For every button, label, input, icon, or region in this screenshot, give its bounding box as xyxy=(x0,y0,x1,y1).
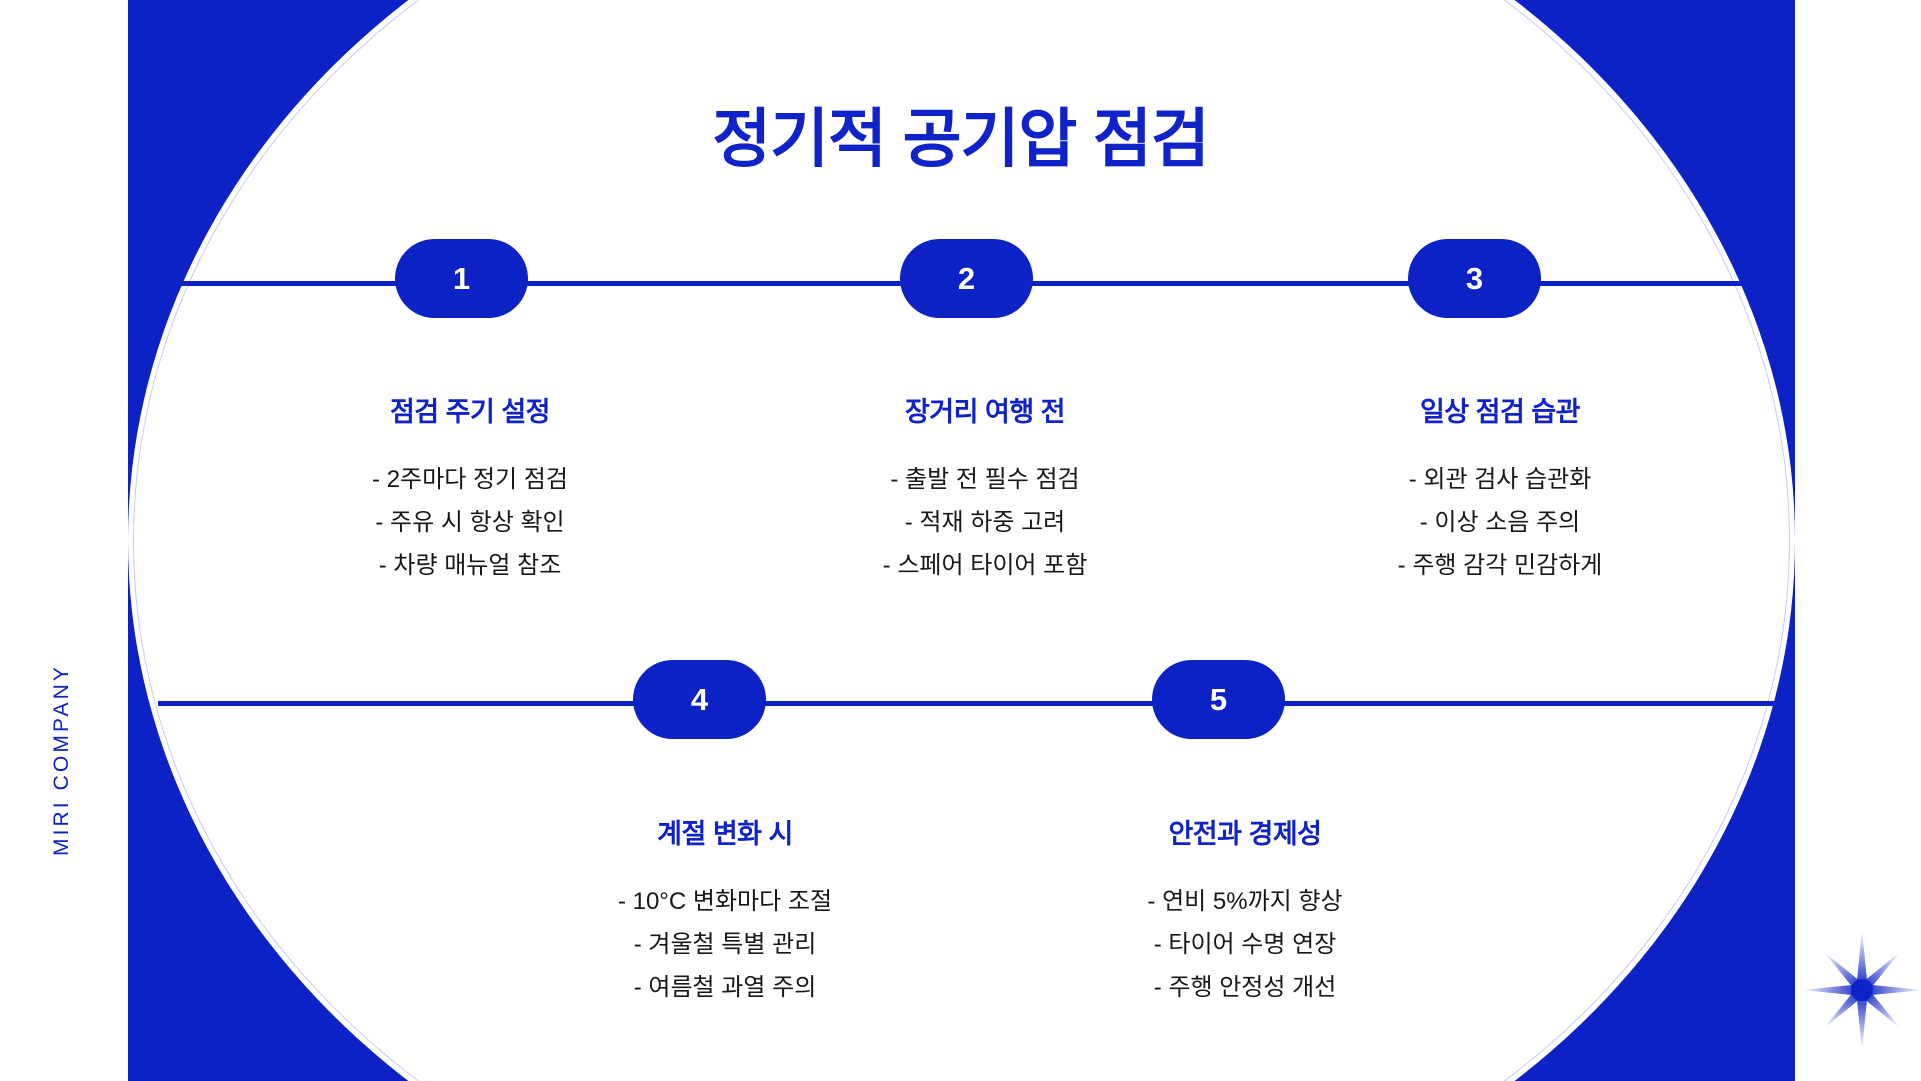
step-list-3: - 외관 검사 습관화 - 이상 소음 주의 - 주행 감각 민감하게 xyxy=(1330,458,1670,587)
timeline-rail-row-2 xyxy=(158,701,1795,706)
step-list-5: - 연비 5%까지 향상 - 타이어 수명 연장 - 주행 안정성 개선 xyxy=(1075,880,1415,1009)
step-heading-5: 안전과 경제성 xyxy=(1168,819,1322,849)
list-item: - 여름철 과열 주의 xyxy=(633,974,817,1001)
page-title: 정기적 공기압 점검 xyxy=(712,103,1210,175)
brand-vertical-label: MIRI COMPANY xyxy=(50,664,73,856)
step-block-2: 장거리 여행 전 - 출발 전 필수 점검 - 적재 하중 고려 - 스페어 타… xyxy=(815,390,1155,587)
list-item: - 출발 전 필수 점검 xyxy=(890,466,1080,493)
list-item: - 주행 안정성 개선 xyxy=(1153,974,1337,1001)
list-item: - 타이어 수명 연장 xyxy=(1153,931,1337,958)
list-item: - 스페어 타이어 포함 xyxy=(882,552,1088,579)
step-marker-2[interactable]: 2 xyxy=(900,239,1033,318)
step-heading-1: 점검 주기 설정 xyxy=(389,397,551,427)
step-block-5: 안전과 경제성 - 연비 5%까지 향상 - 타이어 수명 연장 - 주행 안정… xyxy=(1075,812,1415,1009)
step-list-2: - 출발 전 필수 점검 - 적재 하중 고려 - 스페어 타이어 포함 xyxy=(815,458,1155,587)
step-list-4: - 10°C 변화마다 조절 - 겨울철 특별 관리 - 여름철 과열 주의 xyxy=(555,880,895,1009)
step-marker-3[interactable]: 3 xyxy=(1408,239,1541,318)
step-heading-4: 계절 변화 시 xyxy=(657,819,793,849)
step-block-3: 일상 점검 습관 - 외관 검사 습관화 - 이상 소음 주의 - 주행 감각 … xyxy=(1330,390,1670,587)
step-list-1: - 2주마다 정기 점검 - 주유 시 항상 확인 - 차량 매뉴얼 참조 xyxy=(300,458,640,587)
step-block-4: 계절 변화 시 - 10°C 변화마다 조절 - 겨울철 특별 관리 - 여름철… xyxy=(555,812,895,1009)
list-item: - 10°C 변화마다 조절 xyxy=(617,888,833,915)
list-item: - 연비 5%까지 향상 xyxy=(1147,888,1343,915)
step-marker-4[interactable]: 4 xyxy=(633,660,766,739)
list-item: - 이상 소음 주의 xyxy=(1419,509,1581,536)
step-marker-5[interactable]: 5 xyxy=(1152,660,1285,739)
list-item: - 겨울철 특별 관리 xyxy=(633,931,817,958)
step-heading-2: 장거리 여행 전 xyxy=(904,397,1066,427)
step-marker-1[interactable]: 1 xyxy=(395,239,528,318)
list-item: - 차량 매뉴얼 참조 xyxy=(378,552,562,579)
list-item: - 2주마다 정기 점검 xyxy=(372,466,568,493)
step-heading-3: 일상 점검 습관 xyxy=(1419,397,1581,427)
background-ellipse-outline xyxy=(133,0,1790,1081)
step-block-1: 점검 주기 설정 - 2주마다 정기 점검 - 주유 시 항상 확인 - 차량 … xyxy=(300,390,640,587)
list-item: - 주행 감각 민감하게 xyxy=(1397,552,1603,579)
list-item: - 주유 시 항상 확인 xyxy=(375,509,565,536)
list-item: - 외관 검사 습관화 xyxy=(1408,466,1592,493)
list-item: - 적재 하중 고려 xyxy=(904,509,1066,536)
sparkle-icon xyxy=(1800,928,1921,1052)
